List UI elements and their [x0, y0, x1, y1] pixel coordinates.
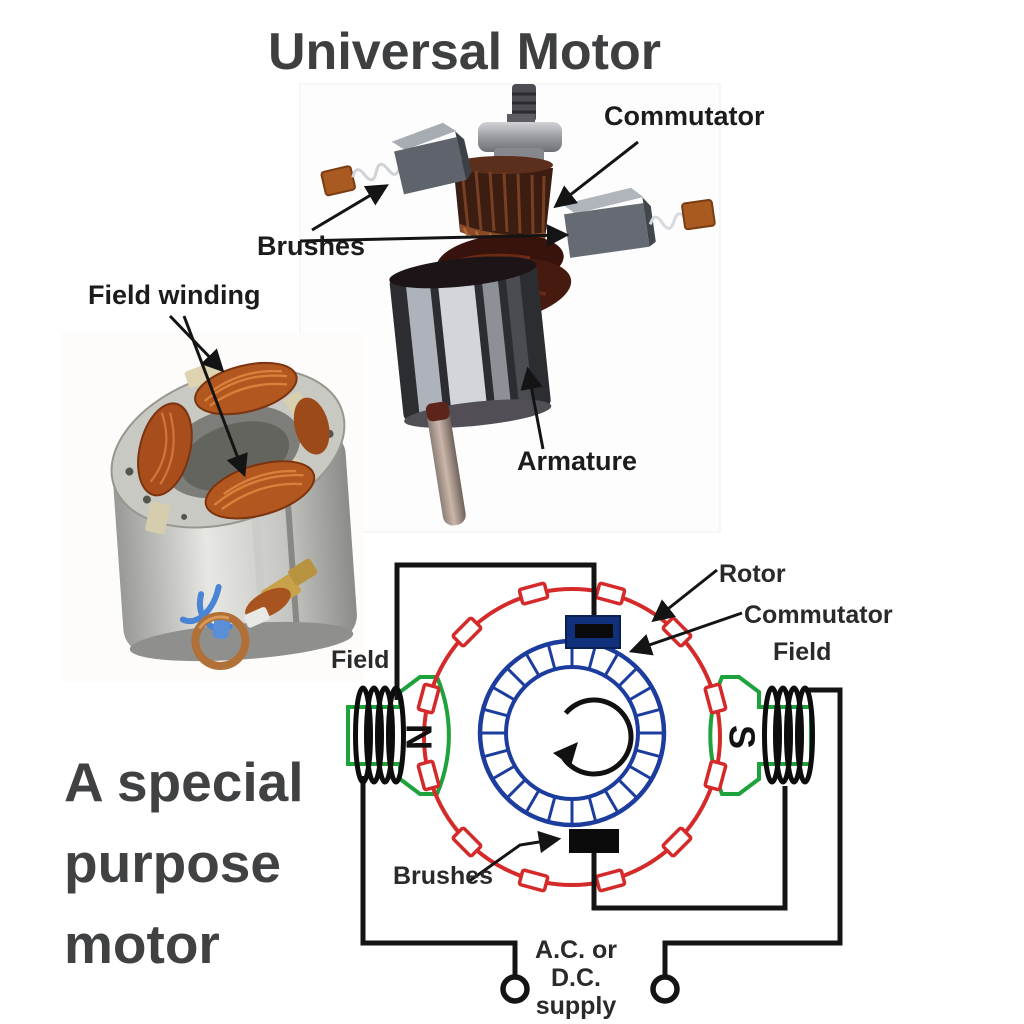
- bottom-brush: [569, 829, 619, 853]
- brush-spring: [351, 162, 402, 182]
- copper-ring-highlight: [198, 615, 230, 630]
- brushes-photo-arrow-right: [299, 224, 570, 247]
- armature-label: Armature: [517, 446, 638, 476]
- armature-photo: [389, 84, 572, 526]
- commutator-schematic-label: Commutator: [744, 601, 893, 629]
- carbon-block-top: [562, 187, 644, 214]
- wire-north-coil-to-left-terminal: [360, 776, 518, 977]
- north-field-coil: [353, 685, 406, 785]
- stator-slots: [416, 581, 728, 893]
- brushes-photo-arrow-left: [311, 184, 389, 232]
- carbon-block-front: [394, 137, 467, 195]
- copper-clip: [681, 199, 716, 231]
- annotation-arrows: [168, 140, 743, 884]
- commutator-ring-inner: [504, 665, 640, 801]
- wire-top-brush-to-north-coil: [394, 562, 597, 700]
- rotor-core: [389, 256, 552, 428]
- field-left-label: Field: [331, 646, 390, 674]
- caption-line2: purpose: [64, 832, 281, 894]
- carbon-block-front: [564, 203, 650, 258]
- wire-south-coil-to-right-terminal: [662, 687, 843, 977]
- top-brush-contact: [575, 624, 613, 638]
- wire-bottom-brush-to-south-coil: [591, 786, 788, 911]
- carbon-block-top: [391, 122, 457, 150]
- rotation-arrow-head: [553, 742, 578, 766]
- brushes-schematic-label: Brushes: [393, 862, 494, 890]
- collar-nut: [478, 122, 562, 152]
- supply-label-line2: supply: [535, 992, 617, 1020]
- circuit-wires: [360, 562, 843, 977]
- field-right-label: Field: [773, 638, 832, 666]
- brush-spring: [648, 212, 688, 230]
- rotor-label: Rotor: [719, 560, 786, 588]
- motor-schematic: N S: [346, 562, 843, 1004]
- supply-terminal-left: [500, 974, 530, 1004]
- brushes-schematic-arrow: [467, 830, 562, 884]
- field-coil-left: [137, 402, 193, 497]
- armature-arrow: [520, 366, 545, 450]
- field-winding-label: Field winding: [88, 280, 261, 310]
- commutator-segments: [480, 641, 664, 825]
- south-pole-letter: S: [722, 725, 763, 749]
- stator-ring: [422, 587, 722, 887]
- north-pole-letter: N: [399, 724, 440, 750]
- blue-connector: [212, 614, 231, 640]
- commutator-photo-label: Commutator: [604, 101, 765, 131]
- carbon-block-side: [455, 131, 472, 180]
- knurl-lines: [512, 92, 536, 114]
- field-winding-arrow-bottom: [182, 315, 248, 478]
- insulation-wedge: [145, 501, 171, 535]
- caption-line1: A special: [64, 751, 304, 813]
- supply-terminal-right: [650, 974, 680, 1004]
- field-winding-arrow-top: [168, 314, 225, 373]
- caption-line3: motor: [64, 913, 220, 975]
- south-field-coil: [762, 685, 815, 785]
- supply-label: A.C. or D.C. supply: [511, 936, 641, 1020]
- supply-label-line1: A.C. or D.C.: [535, 936, 617, 992]
- brass-terminal: [288, 558, 318, 586]
- field-coil-right: [293, 397, 330, 455]
- caption: A special purpose motor: [64, 742, 303, 985]
- white-clip: [244, 607, 270, 628]
- page-title: Universal Motor: [268, 23, 661, 81]
- rotation-arrow-arc: [561, 697, 634, 777]
- brush-photo-right: [562, 187, 716, 258]
- lower-shaft: [425, 401, 466, 526]
- carbon-block-side: [642, 197, 656, 247]
- commutator-schematic-arrow: [628, 611, 743, 656]
- brush-photo-left: [320, 122, 472, 197]
- brushes-photo-label: Brushes: [257, 231, 366, 261]
- commutator-photo-arrow: [553, 140, 639, 209]
- rotor-arrow: [651, 568, 718, 623]
